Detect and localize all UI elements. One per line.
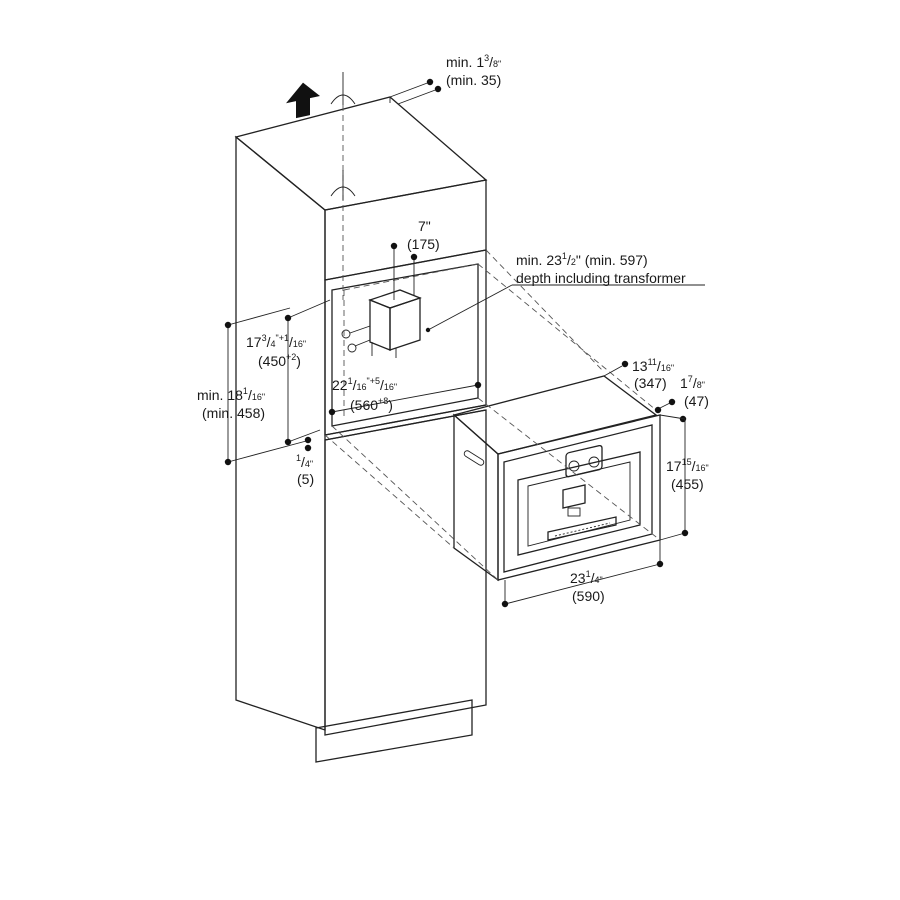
dim-appliance-height-inch: 1715/16" [666,457,709,474]
arrow-up-icon [286,82,320,119]
vent-symbol-top [330,94,356,105]
coffee-spout [562,484,586,509]
coffee-machine [452,375,661,582]
dim-shelf-mm: (5) [297,471,314,487]
dim-depth-note-line1: min. 231/2" (min. 597) [516,251,648,268]
cabinet-lower-door [324,409,487,736]
dim-appliance-depth-mm: (347) [634,375,667,391]
dim-shelf-inch: 1/4" [296,453,313,470]
control-knob-right [588,456,600,468]
dim-cabinet-min-mm: (min. 458) [202,405,265,421]
dim-appliance-depth-inch: 1311/16" [632,357,674,374]
appliance-front-frame [497,414,661,581]
control-knob-left [568,460,580,472]
appliance-side [453,413,499,582]
dim-front-depth-inch: 17/8" [680,374,705,391]
dim-transformer-inch: 7" [418,218,431,234]
dim-niche-width-inch: 221/16"+5/16" [332,376,397,393]
dim-appliance-width-mm: (590) [572,588,605,604]
dim-niche-width-mm: (560+8) [350,396,393,413]
cabinet-plinth [315,699,473,763]
dim-appliance-width-inch: 231/4" [570,569,603,586]
dim-front-depth-mm: (47) [684,393,709,409]
dim-cabinet-min-inch: min. 181/16" [197,386,265,403]
vent-symbol-bottom [330,186,356,197]
cabinet-top-surface [234,96,488,211]
dim-niche-height-mm: (450+2) [258,352,301,369]
dim-appliance-height-mm: (455) [671,476,704,492]
dim-top-gap-mm: (min. 35) [446,72,501,88]
tall-cabinet [234,96,488,763]
dim-transformer-mm: (175) [407,236,440,252]
dim-niche-height-inch: 173/4"+1/16" [246,333,306,350]
drip-tray [547,516,617,541]
control-panel [565,444,603,478]
side-handle [463,450,485,466]
shelf-line [324,404,487,436]
dim-top-gap-inch: min. 13/8" [446,53,501,70]
dim-depth-note-line2: depth including transformer [516,270,686,286]
transformer-box [341,289,422,358]
transformer-plug [349,325,371,334]
